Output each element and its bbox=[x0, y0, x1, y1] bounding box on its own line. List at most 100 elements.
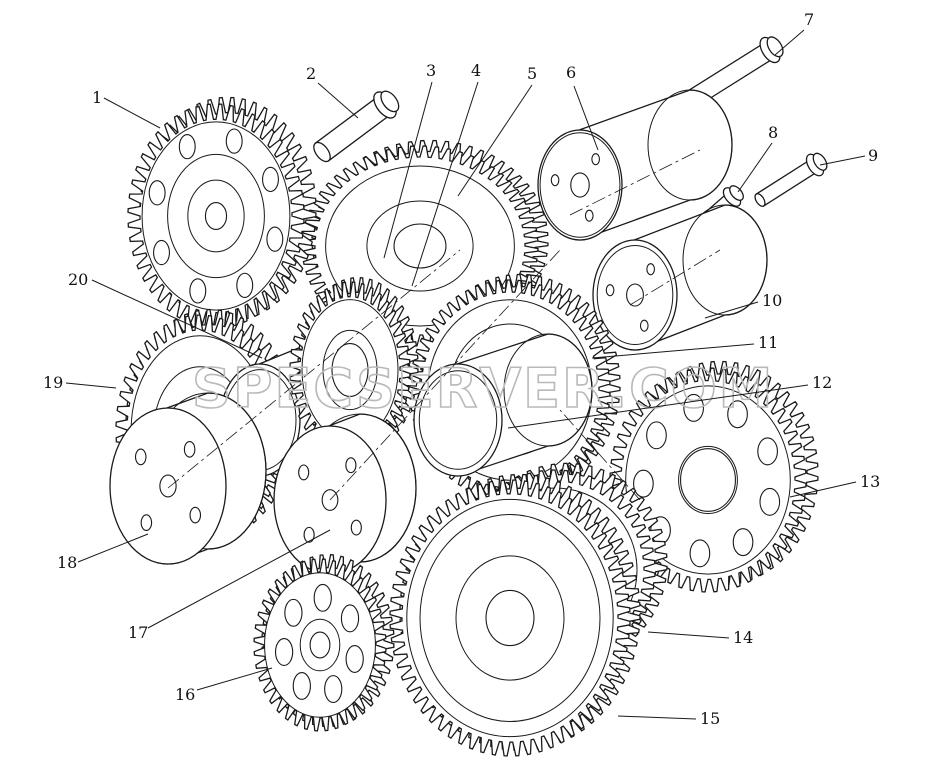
bolt-9-tip bbox=[754, 193, 766, 207]
gear-16-lightening-hole bbox=[324, 675, 343, 704]
gear-13-lightening-hole bbox=[646, 421, 667, 450]
leader-line-8 bbox=[737, 142, 773, 193]
center-line-1 bbox=[329, 249, 561, 501]
hub-6-inner-edge bbox=[539, 132, 621, 238]
gear-13 bbox=[609, 360, 819, 593]
callout-label-6: 6 bbox=[566, 63, 576, 82]
thrust-plate-18-bore bbox=[159, 474, 177, 498]
leader-line-15 bbox=[617, 715, 697, 720]
callout-label-17: 17 bbox=[128, 623, 148, 642]
center-line-3 bbox=[629, 249, 721, 306]
gear-16-lightening-hole bbox=[274, 638, 294, 666]
gear-16-lightening-hole bbox=[292, 671, 311, 700]
hub-6-bore bbox=[570, 172, 590, 198]
gear-1-ring-1 bbox=[167, 153, 265, 279]
gear-13-lightening-hole bbox=[689, 539, 711, 568]
gear-1 bbox=[127, 96, 317, 329]
bushing-12-far-edge bbox=[503, 333, 593, 447]
leader-line-19 bbox=[65, 382, 117, 389]
callout-label-5: 5 bbox=[527, 64, 537, 83]
leader-line-16 bbox=[196, 667, 273, 691]
leader-line-3 bbox=[383, 81, 433, 259]
thrust-plate-17-bolt-hole bbox=[350, 519, 362, 536]
gear-13-bore bbox=[680, 448, 736, 512]
hub-10-bolt-hole bbox=[639, 319, 649, 332]
callout-label-19: 19 bbox=[43, 373, 63, 392]
gear-1-lightening-hole bbox=[266, 226, 284, 252]
gear-16-bore bbox=[309, 631, 331, 659]
gear-16-ring-1 bbox=[299, 618, 341, 672]
gear-13-lightening-hole bbox=[757, 437, 778, 466]
gear-4-idler-bore bbox=[331, 343, 369, 397]
thrust-plate-17-bolt-hole bbox=[298, 464, 310, 481]
gear-13-ring-1 bbox=[678, 445, 738, 515]
watermark-text: SPECSERVER.COM bbox=[192, 357, 774, 420]
thrust-plate-17 bbox=[273, 413, 417, 575]
callout-label-10: 10 bbox=[762, 291, 782, 310]
hub-6-bolt-hole bbox=[550, 174, 560, 187]
callout-label-15: 15 bbox=[700, 709, 720, 728]
gear-13-lightening-hole bbox=[683, 393, 705, 422]
callout-label-4: 4 bbox=[471, 61, 481, 80]
gear-1-lightening-hole bbox=[153, 239, 170, 266]
gear-3-large-ring-1 bbox=[366, 200, 474, 292]
bolt-2-tip bbox=[313, 141, 331, 163]
gear-1-lightening-hole bbox=[189, 278, 207, 304]
thrust-plate-18 bbox=[109, 392, 267, 565]
callout-label-8: 8 bbox=[768, 123, 778, 142]
gear-3-large-ring-0 bbox=[325, 165, 515, 327]
gear-16-ring-0 bbox=[264, 572, 376, 718]
hub-10-bolt-hole bbox=[646, 263, 655, 276]
parts-layer bbox=[109, 36, 828, 757]
gear-16 bbox=[253, 554, 395, 732]
bolt-2-head bbox=[380, 90, 400, 113]
leader-line-1 bbox=[103, 97, 161, 129]
hub-6 bbox=[537, 89, 733, 241]
hub-6-far-edge bbox=[647, 89, 733, 201]
hub-10-bore bbox=[626, 283, 644, 307]
gear-4-idler-ring-1 bbox=[322, 329, 378, 411]
bushing-12 bbox=[413, 333, 593, 477]
leader-line-5 bbox=[457, 84, 533, 197]
thrust-plate-17-bolt-hole bbox=[303, 526, 315, 543]
leader-line-10 bbox=[704, 301, 759, 319]
thrust-plate-18-bolt-hole bbox=[134, 448, 147, 466]
callout-label-3: 3 bbox=[426, 61, 436, 80]
callout-label-16: 16 bbox=[175, 685, 195, 704]
gear-13-ring-0 bbox=[625, 385, 791, 575]
hub-10-far-edge bbox=[682, 204, 768, 316]
thrust-plate-18-bolt-hole bbox=[183, 440, 196, 458]
gear-15-bore bbox=[485, 589, 535, 647]
bolt-9-head bbox=[812, 152, 828, 171]
gear-16-lightening-hole bbox=[313, 583, 332, 612]
leader-line-20 bbox=[91, 279, 263, 359]
leader-line-7 bbox=[774, 29, 805, 56]
leader-line-14 bbox=[647, 631, 730, 639]
callout-label-2: 2 bbox=[306, 64, 316, 83]
bolt-2 bbox=[313, 90, 400, 163]
thrust-plate-17-bolt-hole bbox=[345, 457, 357, 474]
gear-1-bore bbox=[204, 202, 228, 230]
callout-label-11: 11 bbox=[758, 333, 778, 352]
gear-16-lightening-hole bbox=[345, 645, 364, 673]
gear-1-lightening-hole bbox=[148, 180, 166, 206]
hub-10 bbox=[592, 204, 768, 351]
callout-label-13: 13 bbox=[860, 472, 880, 491]
bushing-12-front-face bbox=[413, 363, 503, 477]
thrust-plate-18-bolt-hole bbox=[189, 506, 202, 524]
gear-13-lightening-hole bbox=[727, 400, 748, 429]
leader-line-18 bbox=[77, 533, 149, 563]
gear-4-idler bbox=[289, 277, 419, 459]
leader-line-6 bbox=[573, 85, 599, 151]
callout-label-12: 12 bbox=[812, 373, 832, 392]
callout-label-14: 14 bbox=[733, 628, 753, 647]
gear-1-lightening-hole bbox=[262, 166, 279, 193]
gear-1-ring-0 bbox=[141, 121, 291, 311]
hub-10-inner-edge bbox=[596, 245, 674, 345]
thrust-plate-18-bolt-hole bbox=[140, 514, 153, 532]
center-line-4 bbox=[559, 409, 641, 501]
hub-6-bolt-hole bbox=[591, 153, 600, 166]
gear-15-ring-0 bbox=[406, 498, 614, 738]
